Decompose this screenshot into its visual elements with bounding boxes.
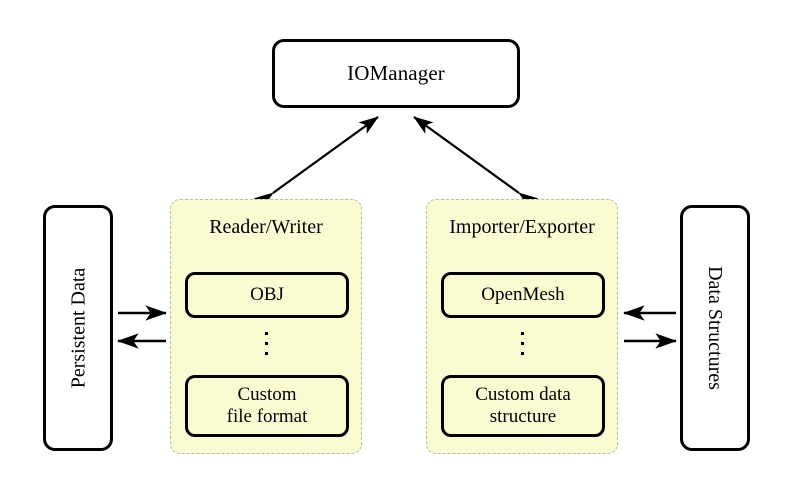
group-reader-writer[interactable]: Reader/Writer OBJ Custom file format [170,199,362,454]
ellipsis-dot [264,332,268,335]
ellipsis-dot [264,342,268,345]
item-obj-label: OBJ [250,283,284,305]
group-importer-exporter-title: Importer/Exporter [449,216,595,238]
item-custom-file-format-line2: file format [226,406,308,427]
node-data-structures[interactable]: Data Structures [680,205,750,451]
arrow-iomanager-importer-exporter [413,116,539,210]
item-custom-file-format[interactable]: Custom file format [185,375,349,437]
ellipsis-dot [520,332,524,335]
node-persistent-data-label: Persistent Data [67,267,89,389]
item-custom-data-structure-label: Custom data structure [475,384,571,429]
ellipsis-importer-exporter [427,332,617,355]
ellipsis-reader-writer [171,332,361,355]
item-obj[interactable]: OBJ [185,272,349,318]
ellipsis-dot [520,342,524,345]
item-openmesh-label: OpenMesh [481,283,565,305]
item-custom-file-format-label: Custom file format [227,384,308,429]
item-custom-data-structure[interactable]: Custom data structure [441,375,605,437]
node-data-structures-label: Data Structures [704,266,727,390]
group-reader-writer-title: Reader/Writer [209,216,323,238]
arrow-iomanager-reader-writer [253,116,379,210]
item-custom-data-structure-line1: Custom data [475,383,571,405]
node-iomanager[interactable]: IOManager [272,39,520,108]
ellipsis-dot [264,352,268,355]
node-iomanager-label: IOManager [347,61,445,85]
item-custom-file-format-line1: Custom [237,383,297,405]
group-importer-exporter[interactable]: Importer/Exporter OpenMesh Custom data s… [426,199,618,454]
item-openmesh[interactable]: OpenMesh [441,272,605,318]
item-custom-data-structure-line2: structure [489,406,557,427]
node-persistent-data[interactable]: Persistent Data [43,205,113,451]
ellipsis-dot [520,352,524,355]
